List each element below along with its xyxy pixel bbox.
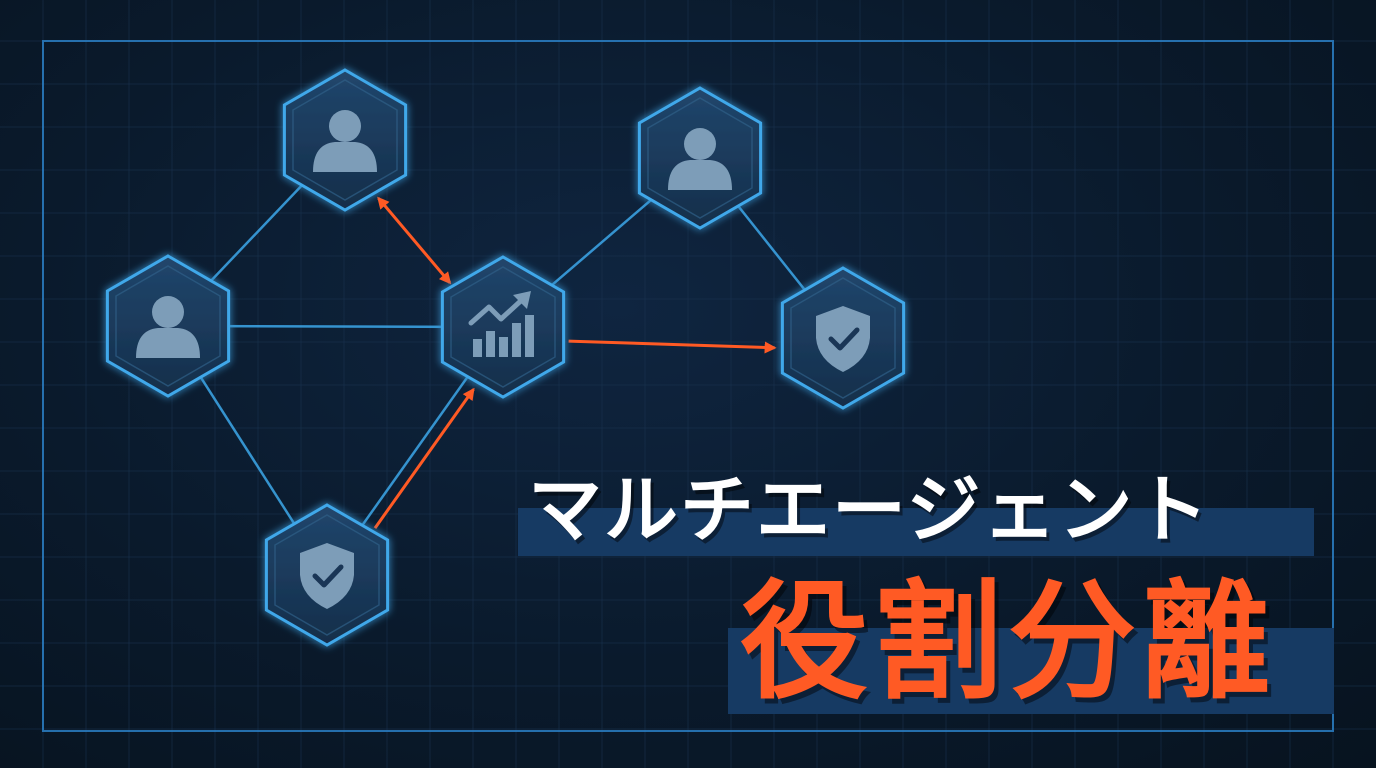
data-flow-arrows — [373, 196, 777, 529]
node-agent-left[interactable] — [105, 254, 231, 398]
arrow-orchestrator-center-verifier-right — [568, 339, 777, 354]
user-icon — [313, 110, 377, 172]
user-icon — [136, 296, 200, 358]
user-icon — [668, 128, 732, 190]
growth-chart-icon — [468, 291, 534, 357]
title-main: マルチエージェント — [528, 467, 1211, 553]
arrow-verifier-bottom-orchestrator-center — [373, 387, 475, 529]
hexagon-node — [440, 255, 566, 399]
title-band-top — [518, 508, 1314, 556]
frame-border — [42, 40, 1334, 732]
agent-nodes — [105, 68, 906, 647]
arrow-agent-top-orchestrator-center — [377, 196, 452, 285]
node-agent-top-right[interactable] — [637, 86, 763, 230]
shield-check-icon — [300, 543, 354, 609]
title-band-bottom — [728, 628, 1334, 714]
shield-check-icon — [816, 306, 870, 372]
node-verifier-bottom[interactable] — [264, 503, 390, 647]
node-verifier-right[interactable] — [780, 266, 906, 410]
node-orchestrator-center[interactable] — [440, 255, 566, 399]
node-agent-top[interactable] — [282, 68, 408, 212]
title-accent: 役割分離 — [740, 568, 1277, 717]
